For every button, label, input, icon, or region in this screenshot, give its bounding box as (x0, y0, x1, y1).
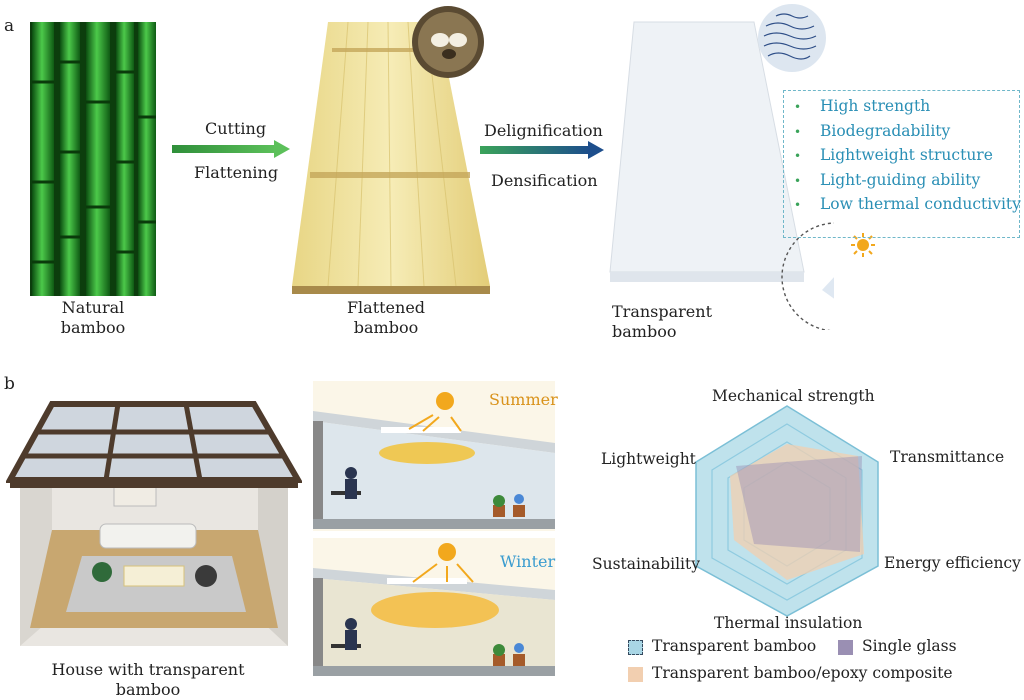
transparent-bamboo-image (609, 4, 834, 330)
feature-text: High strength (820, 97, 931, 115)
winter-label: Winter (500, 552, 556, 571)
house-illustration (6, 401, 302, 646)
bullet-icon: • (794, 198, 802, 212)
natural-bamboo-image (30, 22, 156, 296)
legend-label-single-glass: Single glass (862, 637, 957, 655)
feature-list: • High strength • Biodegradability • Lightw… (784, 91, 1021, 218)
bullet-icon: • (794, 173, 802, 188)
winter-scene (313, 538, 555, 676)
feature-item: • Light-guiding ability (794, 169, 1019, 194)
feature-item: • Lightweight structure (794, 144, 1019, 169)
legend-label-composite: Transparent bamboo/epoxy composite (652, 664, 953, 682)
legend-swatch-composite (628, 667, 643, 682)
axis-label-energy-efficiency: Energy efficiency (884, 554, 1021, 572)
axis-label-thermal-insulation: Thermal insulation (714, 614, 863, 632)
feature-item: • Biodegradability (794, 120, 1019, 145)
legend-swatch-transparent-bamboo (628, 640, 643, 655)
axis-label-mechanical-strength: Mechanical strength (712, 387, 875, 405)
delignification-label: Delignification (484, 121, 603, 140)
legend-label-transparent-bamboo: Transparent bamboo (652, 637, 817, 655)
house-label: House with transparent bamboo (51, 660, 245, 699)
axis-label-sustainability: Sustainability (592, 555, 700, 573)
process-arrow-1 (172, 140, 290, 158)
feature-text: Light-guiding ability (820, 170, 981, 189)
bullet-icon: • (794, 100, 802, 114)
transparent-bamboo-label: Transparent bamboo (612, 302, 713, 341)
feature-text: Lightweight structure (820, 146, 993, 164)
summer-scene (313, 381, 555, 531)
bullet-icon: • (794, 149, 802, 163)
feature-item: • High strength (794, 95, 1019, 120)
axis-label-transmittance: Transmittance (890, 448, 1005, 466)
legend-swatch-single-glass (838, 640, 853, 655)
bullet-icon: • (794, 124, 802, 139)
flattened-bamboo-label: Flattened bamboo (346, 298, 426, 337)
axis-label-lightweight: Lightweight (601, 450, 696, 468)
feature-text: Low thermal conductivity (820, 195, 1021, 213)
flattened-bamboo-image (292, 6, 490, 294)
panel-b-letter: b (4, 374, 15, 394)
summer-label: Summer (489, 390, 558, 409)
feature-list-box: • High strength • Biodegradability • Lightw… (783, 90, 1021, 238)
natural-bamboo-label: Natural bamboo (60, 298, 126, 337)
cutting-label: Cutting (205, 119, 267, 138)
radar-chart (695, 405, 879, 617)
process-arrow-2 (480, 141, 604, 159)
flattening-label: Flattening (194, 163, 279, 182)
panel-a-letter: a (4, 16, 15, 36)
densification-label: Densification (491, 171, 598, 190)
feature-item: • Low thermal conductivity (794, 193, 1021, 218)
feature-text: Biodegradability (820, 121, 951, 140)
